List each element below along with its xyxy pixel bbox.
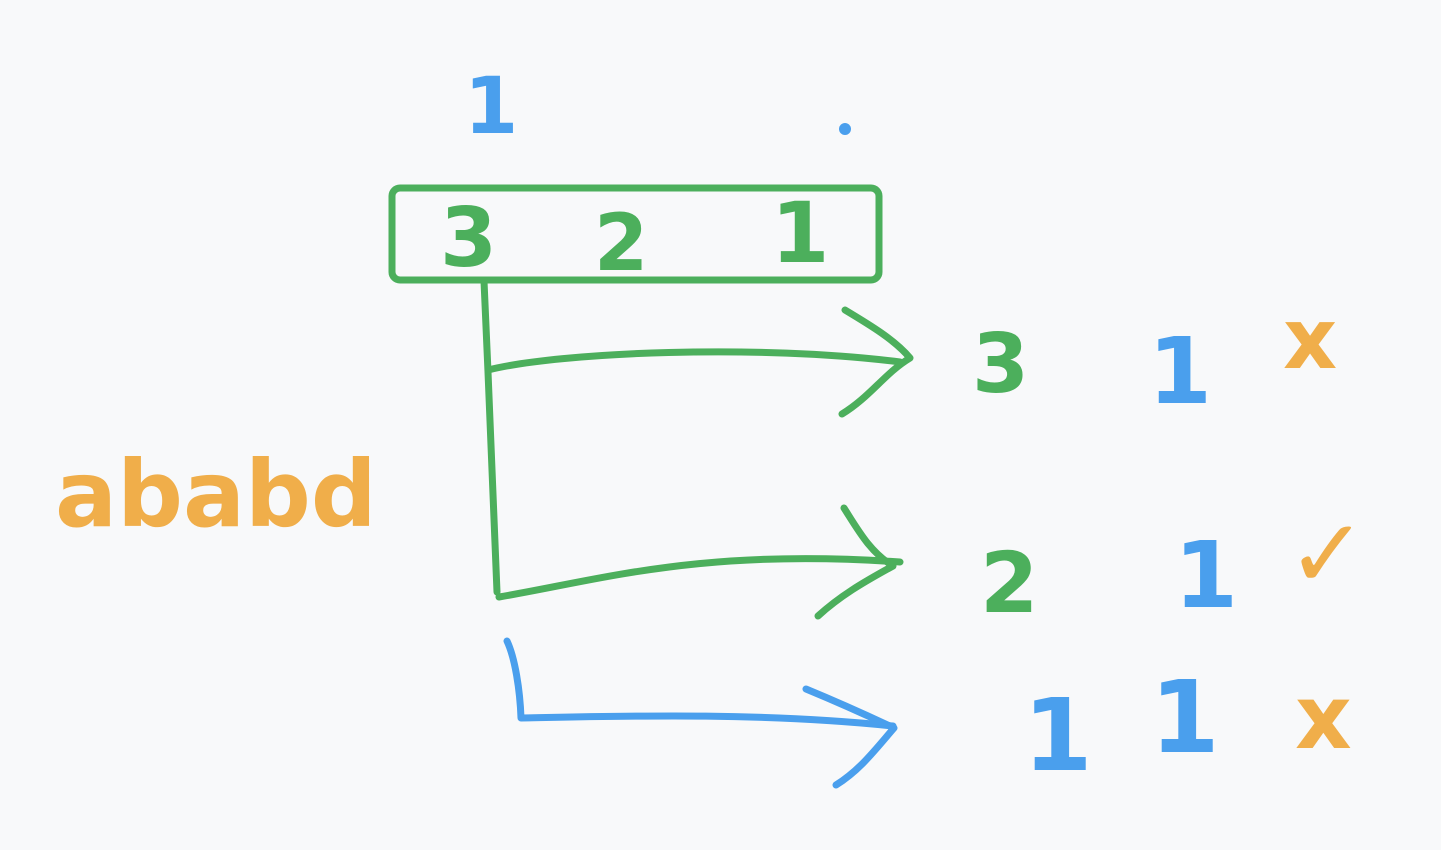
row-2-count: 1	[1174, 522, 1238, 629]
box-value-2: 1	[771, 184, 829, 282]
arrow-row-1	[484, 348, 904, 374]
row-3-count: 1	[1150, 659, 1220, 776]
arrow-row-3	[503, 637, 897, 730]
arrow-row-2	[495, 555, 904, 601]
box-value-1: 2	[594, 199, 648, 289]
values-box	[388, 184, 883, 284]
arrow-row-1-head	[838, 306, 914, 418]
arrow-top-stem	[480, 277, 501, 596]
row-1-value: 3	[972, 317, 1029, 412]
row-1-count: 1	[1148, 318, 1212, 425]
dot-marker	[839, 123, 851, 135]
row-3-result: x	[1295, 666, 1352, 769]
string-label: ababd	[55, 441, 377, 548]
row-1-result: x	[1283, 290, 1337, 388]
arrow-row-2-head	[814, 504, 897, 620]
row-3-value: 1	[1023, 677, 1093, 794]
arrow-row-3-head	[802, 685, 898, 789]
row-2-result: ✓	[1287, 498, 1367, 610]
box-value-0: 3	[440, 191, 497, 286]
top-label: 1	[464, 62, 518, 152]
row-2-value: 2	[980, 534, 1038, 632]
